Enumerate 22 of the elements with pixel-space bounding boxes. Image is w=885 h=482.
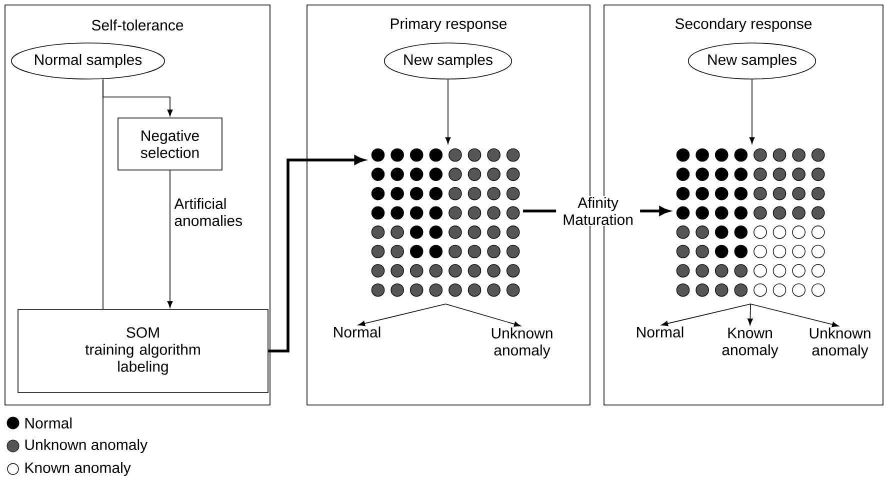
- arrow: [750, 304, 839, 328]
- outcome-label: Unknown anomaly: [810, 328, 870, 358]
- process-box: Negative selection: [118, 118, 222, 170]
- edge-label: Artificial anomalies: [174, 198, 242, 226]
- outcome-label: Unknown anomaly: [492, 328, 552, 358]
- outcome-label: Normal: [334, 326, 380, 338]
- arrow: [445, 304, 521, 327]
- legend-label: Normal: [25, 418, 72, 428]
- outcome-label: Known anomaly: [722, 328, 778, 358]
- arrow: [661, 304, 751, 326]
- dot-grid: [371, 148, 520, 297]
- arrow: [167, 170, 173, 308]
- arrow: [445, 79, 451, 144]
- outcome-label: Normal: [637, 326, 684, 338]
- arrow: [102, 79, 173, 116]
- arrow: [747, 304, 753, 326]
- arrow: [358, 304, 446, 326]
- legend-label: Unknown anomaly: [25, 439, 148, 453]
- process-box: SOM training algorithm labeling: [18, 309, 268, 393]
- legend-label: Known anomaly: [25, 462, 131, 476]
- dot-grid: [676, 148, 825, 297]
- arrow: [749, 79, 755, 144]
